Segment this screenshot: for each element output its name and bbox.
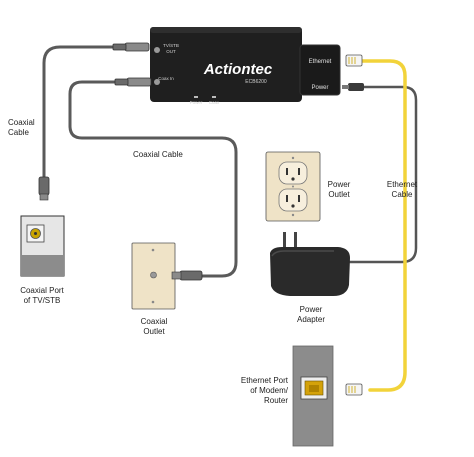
device-led-coax-label: Coax bbox=[209, 100, 220, 105]
label-coaxial-cable-left: Coaxial Cable bbox=[8, 118, 35, 138]
label-power-adapter-line1: Power bbox=[299, 305, 323, 314]
label-coaxial-outlet-line2: Outlet bbox=[143, 327, 165, 336]
label-power-adapter-line2: Adapter bbox=[296, 315, 326, 324]
power-adapter bbox=[270, 232, 350, 296]
led-coax-icon bbox=[212, 96, 216, 98]
label-ethernet-cable-line1: Ethernet bbox=[386, 180, 418, 189]
device-port-ethernet-label: Ethernet bbox=[309, 59, 332, 65]
device-led-power-label: Power bbox=[190, 100, 203, 105]
label-power-outlet-line2: Outlet bbox=[328, 190, 350, 199]
coax-connector-out-icon bbox=[112, 42, 150, 52]
actiontec-adapter: Actiontec ECB6200 TV/STB OUT Coax In Eth… bbox=[150, 27, 341, 105]
device-port-out-label: OUT bbox=[166, 49, 176, 54]
power-receptacle-bottom-icon bbox=[278, 188, 308, 212]
port-out-icon bbox=[154, 47, 160, 53]
label-router-port-line2: of Modem/ bbox=[250, 386, 288, 395]
coax-connector-tv-icon bbox=[38, 176, 50, 201]
coaxial-cable-outlet bbox=[68, 80, 238, 278]
label-coaxial-outlet-line1: Coaxial bbox=[140, 317, 168, 326]
power-cable bbox=[346, 85, 418, 264]
coaxial-cable-tv bbox=[42, 45, 127, 180]
ethernet-plug-device-icon bbox=[345, 54, 363, 67]
power-plug-device-icon bbox=[342, 83, 364, 91]
label-router-port: Ethernet Port of Modem/ Router bbox=[220, 376, 288, 406]
power-receptacle-top-icon bbox=[278, 161, 308, 185]
coax-connector-in-icon bbox=[114, 77, 152, 87]
label-power-adapter: Power Adapter bbox=[286, 305, 336, 325]
device-port-power-label: Power bbox=[311, 85, 328, 91]
device-brand: Actiontec bbox=[203, 61, 273, 78]
coaxial-wall-outlet bbox=[131, 242, 176, 310]
label-router-port-line3: Router bbox=[263, 396, 288, 405]
ethernet-cable bbox=[358, 59, 407, 392]
label-power-outlet: Power Outlet bbox=[322, 180, 356, 200]
outlet-coax-port-icon bbox=[150, 271, 157, 279]
label-power-outlet-line1: Power bbox=[327, 180, 351, 189]
label-coaxial-cable-left-line2: Cable bbox=[8, 128, 29, 137]
device-port-coaxin-label: Coax In bbox=[158, 76, 174, 81]
label-coaxial-cable-mid: Coaxial Cable bbox=[133, 150, 183, 159]
label-ethernet-cable: Ethernet Cable bbox=[377, 180, 427, 200]
device-model: ECB6200 bbox=[245, 79, 267, 85]
port-coax-in-icon bbox=[154, 79, 160, 85]
led-power-icon bbox=[194, 96, 198, 98]
router-ethernet-panel bbox=[292, 345, 334, 447]
label-coaxial-outlet: Coaxial Outlet bbox=[128, 317, 180, 337]
label-tv-stb-port: Coaxial Port of TV/STB bbox=[4, 286, 80, 306]
label-router-port-line1: Ethernet Port bbox=[240, 376, 288, 385]
device-port-tvstb-label: TV/STB bbox=[163, 43, 179, 48]
label-tv-stb-port-line2: of TV/STB bbox=[23, 296, 61, 305]
tv-stb-port-panel bbox=[20, 215, 65, 277]
label-tv-stb-port-line1: Coaxial Port bbox=[20, 286, 64, 295]
coax-connector-outlet-icon bbox=[171, 270, 203, 281]
ethernet-plug-router-icon bbox=[345, 383, 363, 396]
label-coaxial-cable-left-line1: Coaxial bbox=[8, 118, 35, 127]
label-ethernet-cable-line2: Cable bbox=[391, 190, 413, 199]
power-wall-outlet bbox=[265, 151, 321, 222]
